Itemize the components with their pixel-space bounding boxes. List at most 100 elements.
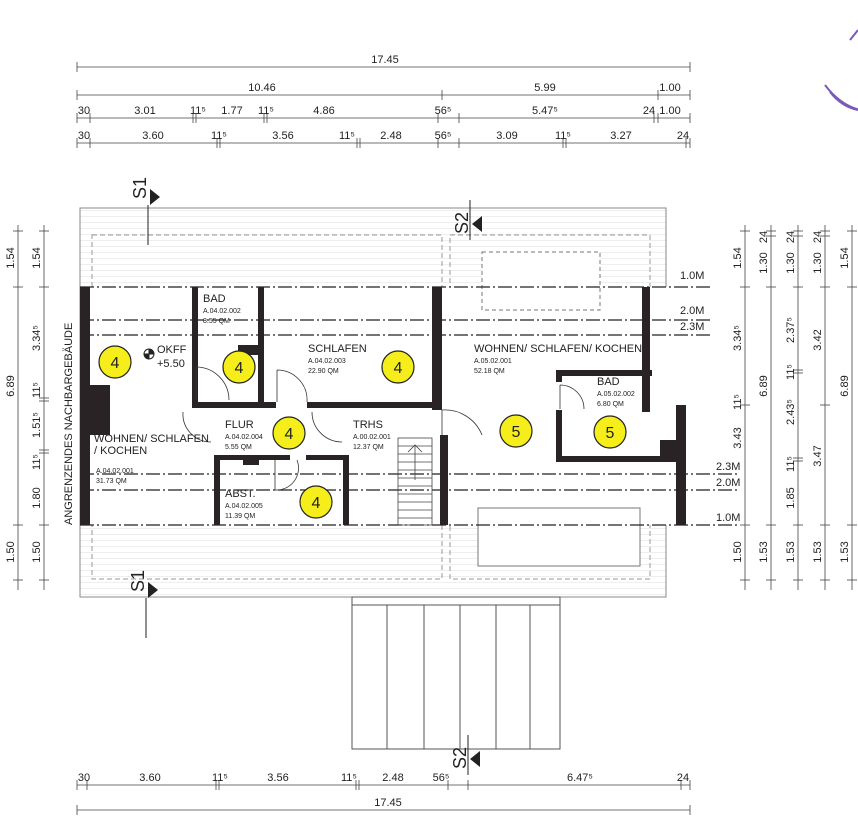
dimension-label: 1.54 (5, 247, 17, 268)
room-name: WOHNEN/ SCHLAFEN / KOCHEN (94, 433, 209, 457)
dimension-label: 1.50 (31, 541, 43, 562)
room-area: 6.80 QM (597, 401, 624, 408)
dimension-label: 17.45 (371, 54, 399, 66)
room-code: A.04.02.002 (203, 308, 241, 315)
dimension-label: 3.47 (812, 445, 824, 466)
room-area: 22.90 QM (308, 368, 339, 375)
dimension-label: 11⁵ (258, 105, 274, 117)
dimension-label: 11⁵ (785, 364, 797, 380)
unit-marker-number: 4 (235, 360, 244, 377)
room-area: 5.55 QM (225, 444, 252, 451)
unit-marker-circle (222, 350, 256, 384)
dimension-label: 11⁵ (211, 130, 227, 142)
dimension-label: 11⁵ (31, 382, 43, 398)
room-code: A.05.02.002 (597, 391, 635, 398)
dimension-label: 11⁵ (339, 130, 355, 142)
height-label: 1.0M (680, 270, 704, 282)
dimension-label: 24 (643, 105, 655, 117)
dimension-label: 24 (677, 772, 689, 784)
dimension-label: 24 (812, 231, 824, 243)
room-name: BAD (203, 293, 226, 305)
dimension-label: 3.09 (496, 130, 517, 142)
dimension-label: 24 (677, 130, 689, 142)
dimension-label: 11⁵ (785, 456, 797, 472)
dimension-label: 1.54 (732, 247, 744, 268)
dimension-label: 1.30 (812, 252, 824, 273)
unit-marker-circle (499, 414, 533, 448)
height-label: 2.3M (680, 321, 704, 333)
unit-marker-number: 5 (606, 425, 615, 442)
dimension-label: 24 (785, 231, 797, 243)
dimension-label: 1.51⁵ (31, 412, 43, 438)
dimension-label: 11⁵ (555, 130, 571, 142)
dimension-label: 3.01 (134, 105, 155, 117)
height-label: 2.0M (716, 477, 740, 489)
section-arrow-icon (148, 582, 158, 598)
dimension-label: 30 (78, 130, 90, 142)
dimension-label: 56⁵ (433, 772, 450, 784)
dimension-label: 1.53 (785, 541, 797, 562)
unit-marker-number: 4 (312, 495, 321, 512)
dimension-label: 3.56 (272, 130, 293, 142)
section-label: S1 (128, 570, 148, 592)
unit-marker-circle (98, 345, 132, 379)
dimension-label: 2.48 (380, 130, 401, 142)
dimension-label: 1.54 (31, 247, 43, 268)
dimension-label: 6.89 (839, 375, 851, 396)
unit-marker-circle (381, 350, 415, 384)
room-code: A.04.02.004 (225, 434, 263, 441)
dimension-label: 6.47⁵ (567, 772, 593, 784)
room-area: 12.37 QM (353, 444, 384, 451)
dimension-label: 2.48 (382, 772, 403, 784)
section-arrow-icon (472, 216, 482, 232)
dimension-label: 56⁵ (435, 105, 452, 117)
unit-marker-number: 4 (111, 355, 120, 372)
room-area: 31.73 QM (96, 478, 127, 485)
dimension-label: 11⁵ (212, 772, 228, 784)
level-label: OKFF (157, 344, 187, 356)
dimension-label: 1.30 (785, 252, 797, 273)
unit-marker-number: 5 (512, 424, 521, 441)
room-name: BAD (597, 376, 620, 388)
dimension-label: 1.00 (659, 105, 680, 117)
dimension-label: 3.34⁵ (31, 325, 43, 351)
neighbour-label: ANGRENZENDES NACHBARGEBÄUDE (63, 323, 75, 525)
room-code: A.04.02.005 (225, 503, 263, 510)
dimension-label: 3.60 (142, 130, 163, 142)
unit-marker-number: 4 (285, 426, 294, 443)
unit-marker-circle (272, 416, 306, 450)
dimension-label: 3.42 (812, 329, 824, 350)
dimension-label: 3.56 (267, 772, 288, 784)
height-lines (80, 286, 740, 526)
room-name: SCHLAFEN (308, 343, 367, 355)
dimension-label: 10.46 (248, 82, 276, 94)
staircase (397, 437, 433, 526)
unit-marker-circle (593, 415, 627, 449)
section-arrow-icon (150, 189, 160, 205)
room-area: 11.39 QM (225, 513, 255, 520)
room-name: ABST. (225, 488, 256, 500)
section-label: S2 (452, 212, 472, 234)
room-name: WOHNEN/ SCHLAFEN/ KOCHEN (474, 343, 642, 355)
room-code: A.00.02.001 (353, 434, 391, 441)
section-arrow-icon (470, 751, 480, 767)
walls (80, 287, 686, 525)
room-area: 52.18 QM (474, 368, 505, 375)
unit-marker-circle (299, 485, 333, 519)
dimension-label: 1.85 (785, 487, 797, 508)
dimension-label: 1.53 (812, 541, 824, 562)
level-value: +5.50 (157, 358, 185, 370)
dimension-label: 5.47⁵ (532, 105, 558, 117)
dimension-label: 30 (78, 105, 90, 117)
dimension-label: 11⁵ (341, 772, 357, 784)
level-marker: OKFF +5.50 (143, 344, 187, 370)
skylight-top (481, 251, 601, 311)
unit-marker-number: 4 (394, 360, 403, 377)
room-code: A.04.02.001 (96, 468, 134, 475)
dimension-label: 1.80 (31, 487, 43, 508)
dimension-label: 1.54 (839, 247, 851, 268)
dimension-label: 3.34⁵ (732, 325, 744, 351)
dimension-label: 1.50 (732, 541, 744, 562)
dimension-label: 1.30 (758, 252, 770, 273)
